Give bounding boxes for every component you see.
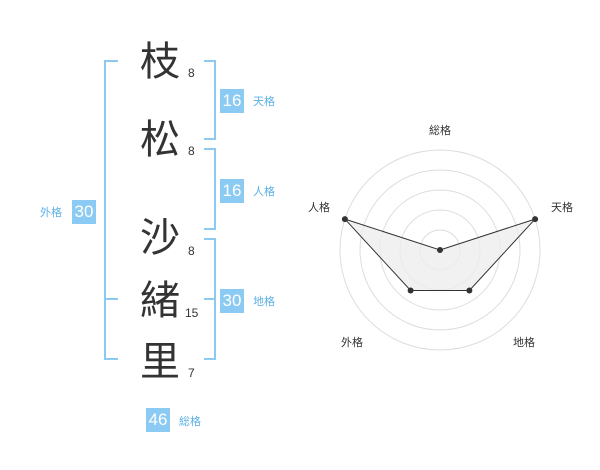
gaikaku-label: 外格	[40, 206, 62, 219]
stroke-count-3: 8	[188, 244, 195, 258]
chikaku-bracket-stub	[204, 298, 216, 300]
soukaku-label: 総格	[179, 415, 201, 428]
tenkaku-label: 天格	[253, 95, 275, 108]
tenkaku-bracket	[204, 60, 216, 140]
tenkaku-value: 16	[220, 89, 244, 113]
radar-point-1	[437, 247, 443, 253]
radar-axis-label-4: 外格	[341, 335, 363, 349]
stroke-count-1: 8	[188, 66, 195, 80]
chikaku-label: 地格	[253, 295, 275, 308]
radar-axis-label-2: 天格	[551, 200, 573, 214]
name-char-4: 緒	[140, 278, 180, 324]
gaikaku-value: 30	[72, 200, 96, 224]
jinkaku-value: 16	[220, 179, 244, 203]
jinkaku-label: 人格	[253, 185, 275, 198]
name-char-5: 里	[140, 339, 180, 385]
radar-grid-ring	[359, 169, 521, 331]
gaikaku-bracket-stub	[104, 298, 118, 300]
jinkaku-bracket	[204, 148, 216, 230]
stroke-count-2: 8	[188, 144, 195, 158]
gaikaku-bracket	[104, 60, 118, 360]
radar-point-2	[532, 216, 539, 223]
radar-axis-label-3: 地格	[513, 335, 535, 349]
radar-point-3	[466, 287, 473, 294]
radar-point-4	[407, 287, 414, 294]
radar-polygon	[343, 218, 537, 291]
radar-grid-ring	[339, 149, 541, 351]
name-char-3: 沙	[140, 215, 180, 261]
radar-axis-label-1: 総格	[429, 123, 451, 137]
soukaku-value: 46	[146, 408, 170, 432]
radar-axis-label-5: 人格	[308, 200, 330, 214]
stroke-count-5: 7	[188, 366, 195, 380]
chikaku-value: 30	[220, 289, 244, 313]
name-char-2: 松	[140, 117, 180, 163]
stroke-count-4: 15	[185, 306, 199, 320]
radar-point-5	[341, 216, 348, 223]
name-char-1: 枝	[140, 39, 180, 85]
